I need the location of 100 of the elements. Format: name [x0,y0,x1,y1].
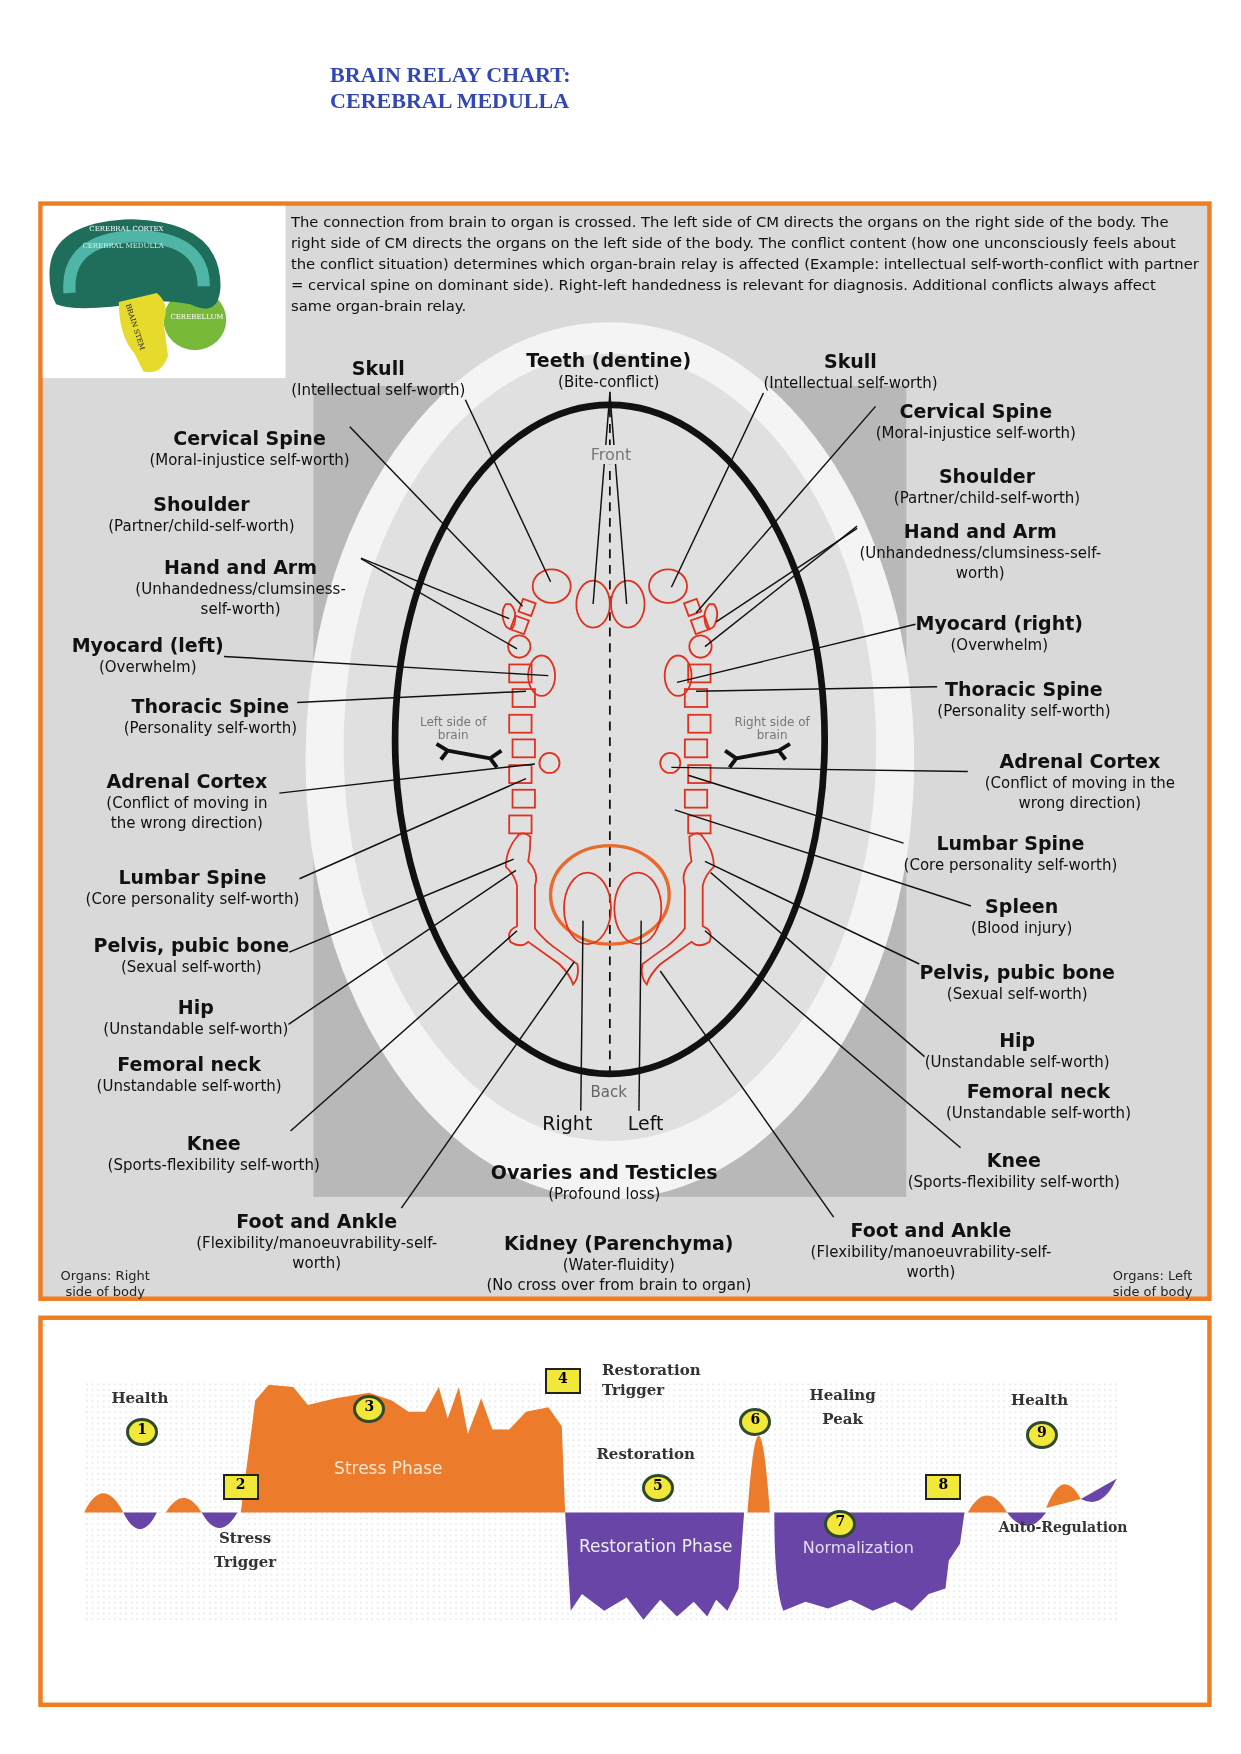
phase-label: Stress Phase [334,1458,443,1479]
leader-line [400,961,575,1209]
conflict-description: (Moral-injustice self-worth) [875,423,1076,444]
leader-line [715,527,858,623]
organ-name: Pelvis, pubic bone [919,960,1115,985]
leader-line [464,398,552,583]
conflict-description: (Sexual self-worth) [945,984,1089,1005]
side-label: Left [627,1111,664,1136]
conflict-description: (Unstandable self-worth) [924,1052,1110,1073]
conflict-description: (Partner/child-self-worth) [893,488,1081,509]
leader-line [360,557,518,650]
phase-label: Health [1011,1390,1069,1409]
leader-line [695,405,877,614]
conflict-description: (Sexual self-worth) [119,957,263,978]
conflict-description: (Sports-flexibility self-worth) [107,1155,320,1176]
direction-label: Back [590,1083,627,1102]
leader-line [670,392,765,588]
organ-name: Pelvis, pubic bone [93,933,290,958]
phase-label: Restoration Phase [577,1536,734,1558]
phase-label: Healing Peak [808,1385,877,1431]
intro-paragraph: The connection from brain to organ is crossed. The left side of CM directs the organs on the right side of the body. The right side of CM directs the organs on the left side of the body. The conflict content (how one unconsciously feels about the conflict situation) determines which organ-brain relay is affected (Example: intellectual self-worth-conflict with partner = cervical spine on dominant side). Right-left handedness is relevant for diagnosis. Additional conflicts always affect same organ-brain relay. [290,212,1200,317]
organ-name: Myocard (right) [915,611,1083,635]
leader-line [278,763,536,794]
organ-name: Adrenal Cortex [998,748,1162,773]
leader-line [670,766,969,773]
conflict-description: (Water-fluidity) [561,1254,676,1275]
conflict-description: (Partner/child-self-worth) [108,516,295,537]
phase-label: Auto-Regulation [998,1518,1128,1535]
conflict-description: (Core personality self-worth) [85,889,300,909]
conflict-description: (Intellectual self-worth) [763,373,938,394]
leader-line [360,557,510,620]
leader-line [676,623,917,684]
leader-line [298,777,527,880]
conflict-description: (Conflict of moving in the wrong direction) [983,772,1177,813]
leader-line [580,919,584,1112]
chart-title: BRAIN RELAY CHART: CEREBRAL MEDULLA [330,61,572,114]
organ-name: Thoracic Spine [944,677,1104,701]
conflict-description: (Overwhelm) [97,657,198,678]
organ-name: Ovaries and Testicles [490,1160,718,1185]
conflict-description: (Sports-flexibility self-worth) [907,1172,1120,1193]
leader-line [609,391,628,605]
organ-name: Hand and Arm [163,555,318,580]
step-number-marker: 8 [925,1474,962,1501]
conflict-description: (Blood injury) [971,918,1073,939]
organ-name: Shoulder [937,464,1037,489]
conflict-description: (Unhandedness/clumsiness-self-worth) [134,579,347,620]
conflict-description: (Personality self-worth) [937,701,1111,721]
leader-line [674,809,972,907]
organ-name: Spleen [984,894,1060,919]
organ-name: Myocard (left) [71,633,224,658]
organ-name: Hip [176,994,215,1019]
phase-label: Normalization [802,1537,914,1557]
conflict-description: (Flexibility/manoeuvrability-self-worth) [195,1232,439,1273]
organ-name: Femoral neck [965,1078,1112,1103]
conflict-description: (Personality self-worth) [123,717,297,738]
side-label: Right [542,1111,593,1136]
conflict-description: (Unstandable self-worth) [96,1075,282,1096]
conflict-description: (No cross over from brain to organ) [486,1274,752,1295]
hemisphere-label: Right side of brain [733,716,811,743]
organ-name: Shoulder [152,492,251,517]
conflict-description: (Intellectual self-worth) [291,379,466,400]
leader-line [659,970,835,1218]
organ-name: Knee [185,1131,242,1156]
organ-name: Knee [985,1148,1042,1173]
organ-name: Kidney (Parenchyma) [503,1230,735,1255]
conflict-description: (Core personality self-worth) [903,855,1118,876]
leader-line [287,869,517,1026]
conflict-description: (Overwhelm) [949,635,1050,655]
hemisphere-label: Left side of brain [419,716,488,743]
conflict-description: (Flexibility/manoeuvrability-self-worth) [809,1241,1053,1282]
phase-label: Restoration [596,1444,695,1463]
leader-line [704,929,962,1149]
phase-label: Stress Trigger [213,1528,278,1574]
phase-label: Health [111,1388,169,1407]
step-number-marker: 2 [222,1474,259,1501]
organ-name: Lumbar Spine [935,831,1086,856]
leader-line [704,860,920,965]
organ-name: Thoracic Spine [130,693,291,718]
leader-line [296,690,527,704]
conflict-description: (Conflict of moving in the wrong direction) [105,792,269,833]
conflict-description: (Bite-conflict) [557,372,661,392]
conflict-description: (Unhandedness/clumsiness-self-worth) [858,543,1103,584]
conflict-description: (Moral-injustice self-worth) [149,450,350,471]
leader-line [223,655,550,677]
leader-line [709,871,926,1058]
leader-line [288,858,515,953]
organ-name: Femoral neck [116,1051,262,1076]
organ-name: Teeth (dentine) [526,348,692,372]
conflict-description: (Unstandable self-worth) [945,1102,1131,1123]
organ-name: Skull [350,355,406,380]
leader-line [704,525,858,648]
leader-line [695,686,938,693]
conflict-description: (Profound loss) [547,1184,662,1205]
leader-line [349,426,524,607]
note-text: Organs: Right side of body [59,1267,151,1300]
organ-name: Adrenal Cortex [105,768,269,793]
organ-name: Lumbar Spine [117,865,268,889]
organ-name: Hip [998,1028,1037,1053]
phase-label: Restoration Trigger [602,1359,702,1400]
note-text: Organs: Left side of body [1111,1267,1194,1300]
